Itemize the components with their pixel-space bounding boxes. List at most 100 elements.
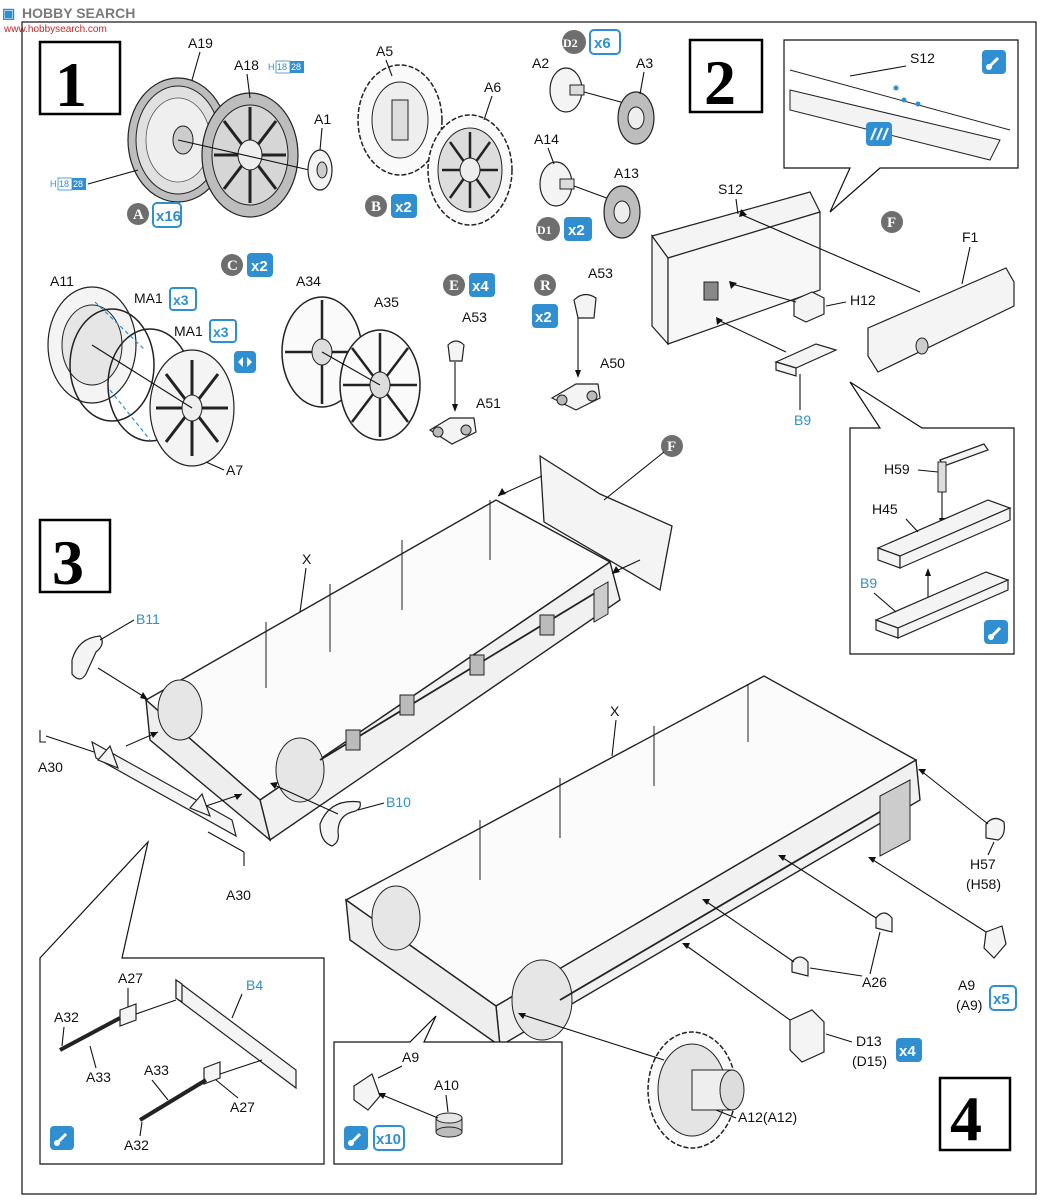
label-a51: A51 bbox=[476, 395, 501, 411]
svg-text:C: C bbox=[227, 258, 238, 274]
part-h57-icon bbox=[985, 817, 1005, 841]
part-a26-left-icon bbox=[791, 956, 809, 977]
label-a19: A19 bbox=[188, 35, 213, 51]
label-b10: B10 bbox=[386, 794, 411, 810]
d13-count: x4 bbox=[899, 1043, 916, 1060]
label-a30-bottom: A30 bbox=[226, 887, 251, 903]
label-h57: H57 bbox=[970, 856, 996, 872]
svg-text:R: R bbox=[540, 278, 551, 294]
label-a2: A2 bbox=[532, 55, 549, 71]
part-d13-icon bbox=[789, 1009, 825, 1063]
rod-a32-bottom-icon bbox=[138, 1078, 208, 1122]
a10-count: x10 bbox=[376, 1131, 401, 1148]
rim-ma1-top-icon bbox=[69, 308, 155, 422]
svg-text:x4: x4 bbox=[472, 278, 489, 295]
step-3: 3 X F bbox=[38, 435, 683, 1165]
f-marker: F bbox=[661, 435, 683, 457]
label-a12: A12(A12) bbox=[738, 1109, 797, 1125]
svg-text:x2: x2 bbox=[568, 222, 585, 239]
label-a13: A13 bbox=[614, 165, 639, 181]
label-b9-inset: B9 bbox=[860, 575, 877, 591]
sprocket-a6-icon bbox=[427, 114, 513, 226]
svg-text:x16: x16 bbox=[156, 208, 181, 225]
label-x: X bbox=[302, 551, 312, 567]
a9-count: x5 bbox=[993, 991, 1010, 1008]
label-h45: H45 bbox=[872, 501, 898, 517]
subassembly-d2-badge: D2 x6 bbox=[562, 29, 621, 55]
svg-text:D1: D1 bbox=[537, 223, 552, 237]
return-roller-a3-icon bbox=[617, 91, 655, 145]
step-number: 3 bbox=[52, 527, 84, 598]
svg-text:F: F bbox=[887, 215, 896, 231]
label-a1: A1 bbox=[314, 111, 331, 127]
label-a27-bottom: A27 bbox=[230, 1099, 255, 1115]
svg-text:F: F bbox=[667, 439, 676, 455]
hull-plate-f1-icon bbox=[867, 267, 1015, 373]
part-h12-icon bbox=[793, 291, 825, 323]
label-a3: A3 bbox=[636, 55, 653, 71]
bracket-a53-left-icon bbox=[447, 340, 465, 362]
subassembly-c-badge: C x2 bbox=[221, 253, 273, 277]
hull-tub-x-icon bbox=[144, 499, 621, 842]
label-a27-top: A27 bbox=[118, 970, 143, 986]
bracket-a53-right-icon bbox=[573, 293, 597, 319]
svg-text:28: 28 bbox=[291, 62, 301, 72]
sprocket-a12-icon bbox=[647, 1031, 745, 1149]
label-b9: B9 bbox=[794, 412, 811, 428]
f-marker: F bbox=[881, 211, 903, 233]
label-a32-bottom: A32 bbox=[124, 1137, 149, 1153]
subassembly-e-badge: E x4 bbox=[443, 273, 495, 297]
label-a18: A18 bbox=[234, 57, 259, 73]
step-4: 4 X H57 (H58) A26 bbox=[333, 675, 1017, 1165]
step-2: 2 S12 S12 F bbox=[651, 38, 1019, 655]
label-a9-inset: A9 bbox=[402, 1049, 419, 1065]
label-a53-right: A53 bbox=[588, 265, 613, 281]
svg-text:H: H bbox=[50, 179, 57, 189]
road-wheel-a18-icon bbox=[201, 92, 299, 218]
ma1-top-count: x3 bbox=[173, 292, 189, 308]
part-a26-right-icon bbox=[875, 912, 893, 933]
label-h58: (H58) bbox=[966, 876, 1001, 892]
h-fraction-bottom: H 18 28 bbox=[50, 169, 139, 191]
cement-icon bbox=[866, 122, 892, 146]
glue-icon bbox=[982, 50, 1006, 74]
watermark-logo-icon: ▣ bbox=[2, 5, 15, 21]
label-a50: A50 bbox=[600, 355, 625, 371]
label-a5: A5 bbox=[376, 43, 393, 59]
label-a35: A35 bbox=[374, 294, 399, 310]
label-h59: H59 bbox=[884, 461, 910, 477]
glue-icon bbox=[344, 1126, 368, 1150]
step-number: 2 bbox=[704, 47, 736, 118]
svg-text:H: H bbox=[268, 62, 275, 72]
s12-detail-part-icon bbox=[789, 89, 1001, 161]
watermark: ▣ HOBBY SEARCH www.hobbysearch.com bbox=[2, 5, 135, 35]
label-a26: A26 bbox=[862, 974, 887, 990]
label-a53-left: A53 bbox=[462, 309, 487, 325]
label-a14: A14 bbox=[534, 131, 559, 147]
subassembly-a-badge: A x16 bbox=[127, 202, 182, 228]
bracket-a51-icon bbox=[428, 417, 477, 445]
pin-a30-top-icon bbox=[39, 730, 46, 743]
ma1-mid-count: x3 bbox=[213, 324, 229, 340]
label-a33-bottom: A33 bbox=[144, 1062, 169, 1078]
label-f1: F1 bbox=[962, 229, 979, 245]
svg-text:28: 28 bbox=[73, 179, 83, 189]
svg-text:B: B bbox=[371, 199, 381, 215]
label-d15: (D15) bbox=[852, 1053, 887, 1069]
label-a9b: (A9) bbox=[956, 997, 982, 1013]
step-number: 1 bbox=[55, 49, 87, 120]
label-a34: A34 bbox=[296, 273, 321, 289]
bracket-a50-icon bbox=[550, 383, 601, 411]
svg-text:x2: x2 bbox=[395, 199, 412, 216]
label-a30-top: A30 bbox=[38, 759, 63, 775]
label-a11: A11 bbox=[50, 273, 74, 289]
mirror-parts-icon bbox=[234, 351, 256, 373]
label-a7: A7 bbox=[226, 462, 243, 478]
svg-text:x2: x2 bbox=[535, 309, 552, 326]
part-b10-icon bbox=[319, 800, 361, 847]
subassembly-r-badge: R x2 bbox=[532, 274, 558, 328]
return-roller-a13-icon bbox=[603, 185, 641, 239]
label-a33-top: A33 bbox=[86, 1069, 111, 1085]
label-x-step4: X bbox=[610, 703, 620, 719]
